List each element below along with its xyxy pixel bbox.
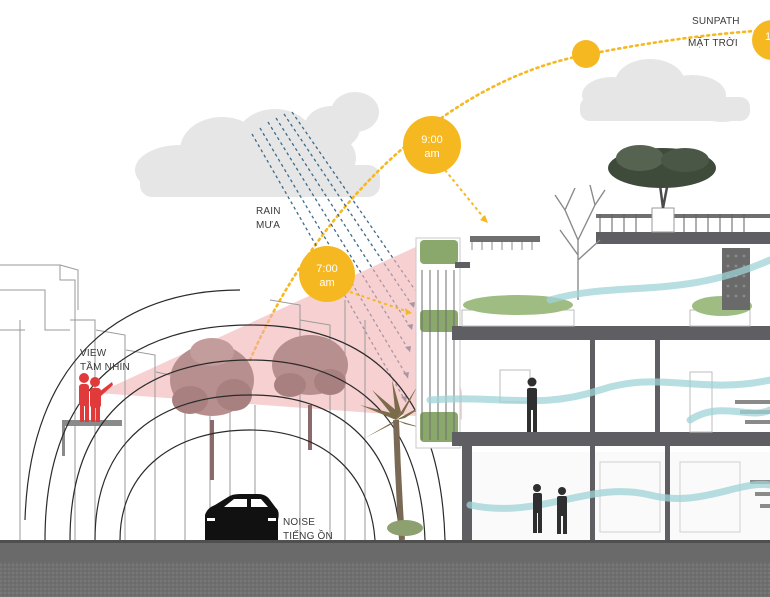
noise-label: NOISE (283, 517, 315, 528)
car-icon (205, 494, 279, 547)
palm-tree (360, 380, 432, 541)
sun-9am-unit: am (424, 148, 439, 160)
view-label: VIEW (80, 348, 107, 359)
cloud-left (135, 92, 380, 197)
cloud-right (580, 59, 750, 122)
wind-flows (426, 256, 770, 512)
noise-label-vi: TIẾNG ỒN (283, 529, 333, 542)
sun-9am (403, 116, 488, 223)
street-tree-1 (170, 338, 254, 480)
bare-tree (554, 184, 606, 300)
rain-label: RAIN (256, 206, 281, 217)
person-level2-icon (527, 377, 537, 432)
viewer-people-icon (79, 373, 113, 422)
roof-tree (608, 145, 716, 233)
sun-9am-time: 9:00 (421, 134, 442, 146)
street-tree-2 (272, 335, 348, 450)
sun-7am-time: 7:00 (316, 263, 337, 275)
view-label-vi: TẦM NHÌN (80, 360, 130, 373)
street-level (0, 540, 770, 562)
sun-noon-time: 1 (765, 31, 770, 43)
sun-7am-unit: am (319, 277, 334, 289)
viewer-balcony (62, 420, 122, 456)
sun-7am (299, 246, 413, 315)
rain-label-vi: MƯA (256, 220, 280, 231)
sunpath-label-vi: MẶT TRỜI (688, 36, 738, 49)
people-level1-icon (533, 484, 567, 534)
sun-noon (752, 20, 770, 60)
sun-midmorning (572, 40, 600, 68)
sun-path-arc (248, 28, 770, 362)
sunpath-label: SUNPATH (692, 16, 740, 27)
ground-strip (0, 562, 770, 597)
